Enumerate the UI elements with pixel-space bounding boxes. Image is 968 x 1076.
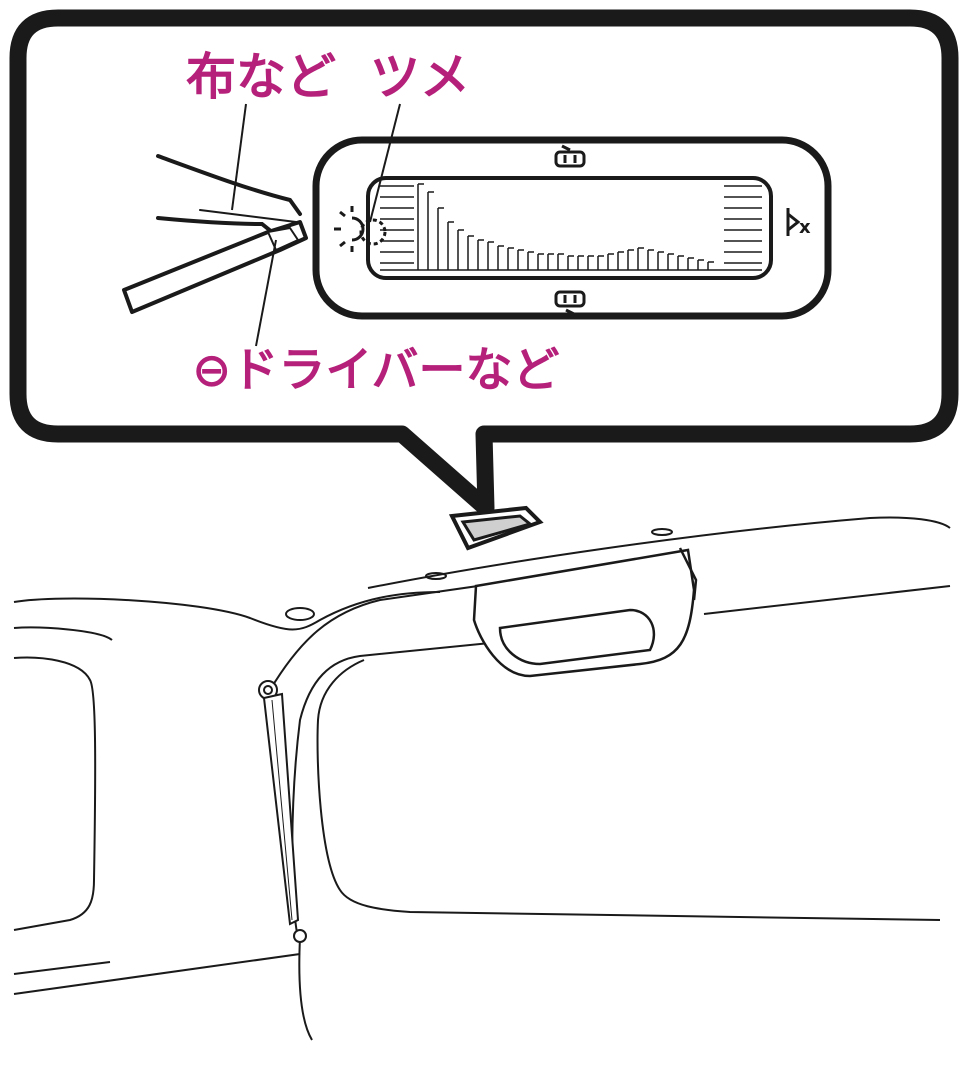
clip-highlight-circle <box>359 218 387 246</box>
cloth-tool <box>156 154 302 234</box>
sound-off-icon: x <box>786 208 811 238</box>
label-clip: ツメ <box>370 48 470 106</box>
sun-indicator-icon <box>334 206 365 252</box>
level-meter-bars <box>380 183 762 271</box>
leader-lines <box>231 103 401 347</box>
leader-cloth <box>231 103 247 211</box>
leader-clip <box>369 103 401 223</box>
label-cloth: 布など <box>186 48 336 106</box>
rear-display-panel <box>312 136 832 320</box>
label-flathead-screwdriver: ⊖ドライバーなど <box>192 343 560 398</box>
face-top-icon <box>554 144 586 168</box>
rear-monitor-on-ceiling <box>448 505 544 551</box>
leader-driver <box>255 239 277 347</box>
rear-light-housing <box>472 547 698 678</box>
flathead-screwdriver-tool <box>122 220 308 314</box>
face-bottom-icon <box>554 290 586 316</box>
sound-off-text: x <box>799 217 811 238</box>
gas-strut <box>258 680 307 943</box>
